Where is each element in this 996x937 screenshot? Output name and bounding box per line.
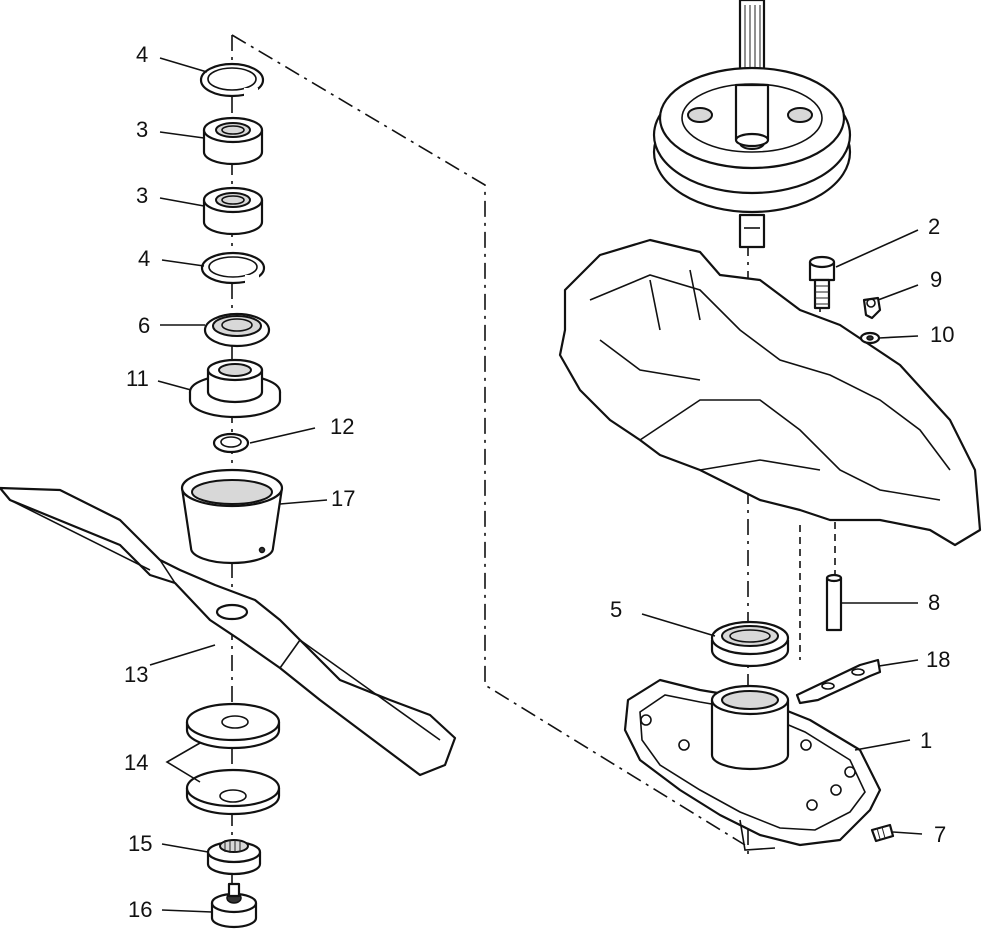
mower-deck <box>558 238 982 547</box>
bearing-upper <box>202 116 264 166</box>
bearing-lower <box>202 186 264 236</box>
callout-4-lower: 4 <box>138 246 150 271</box>
callout-18: 18 <box>926 647 950 672</box>
callout-5: 5 <box>610 597 622 622</box>
callout-labels: 4 3 3 4 6 11 12 17 13 14 15 16 2 9 10 8 … <box>124 42 954 922</box>
callout-2: 2 <box>928 214 940 239</box>
callout-8: 8 <box>928 590 940 615</box>
spindle-seal <box>710 620 790 668</box>
callout-12: 12 <box>330 414 354 439</box>
snap-ring-top <box>199 62 265 98</box>
snap-ring-lower <box>200 251 266 285</box>
callout-1: 1 <box>920 728 932 753</box>
callout-7: 7 <box>934 822 946 847</box>
callout-17: 17 <box>331 486 355 511</box>
pulley-shaft-assembly <box>652 0 852 249</box>
bolt <box>808 255 836 310</box>
callout-16: 16 <box>128 897 152 922</box>
spindle-housing <box>623 678 882 851</box>
bearing-housing <box>188 358 282 419</box>
blade-cup <box>180 468 284 565</box>
dowel-pin <box>825 573 843 632</box>
small-snap-ring <box>212 432 250 454</box>
callout-10: 10 <box>930 322 954 347</box>
spline-bushing <box>206 839 262 876</box>
callout-3-upper: 3 <box>136 117 148 142</box>
grease-fitting <box>862 296 882 320</box>
callout-13: 13 <box>124 662 148 687</box>
callout-11: 11 <box>126 366 149 391</box>
callout-9: 9 <box>930 267 942 292</box>
leader-lines <box>149 57 923 913</box>
callout-15: 15 <box>128 831 152 856</box>
blade-nut <box>210 882 258 929</box>
small-washer <box>859 331 881 345</box>
callout-14: 14 <box>124 750 148 775</box>
set-screw <box>870 823 895 843</box>
seal <box>203 312 271 348</box>
callout-3-lower: 3 <box>136 183 148 208</box>
mower-blade <box>0 486 457 777</box>
callout-6: 6 <box>138 313 150 338</box>
washer-lower <box>185 768 281 816</box>
shim-plate <box>795 658 882 705</box>
washer-upper <box>185 702 281 750</box>
callout-4-top: 4 <box>136 42 148 67</box>
